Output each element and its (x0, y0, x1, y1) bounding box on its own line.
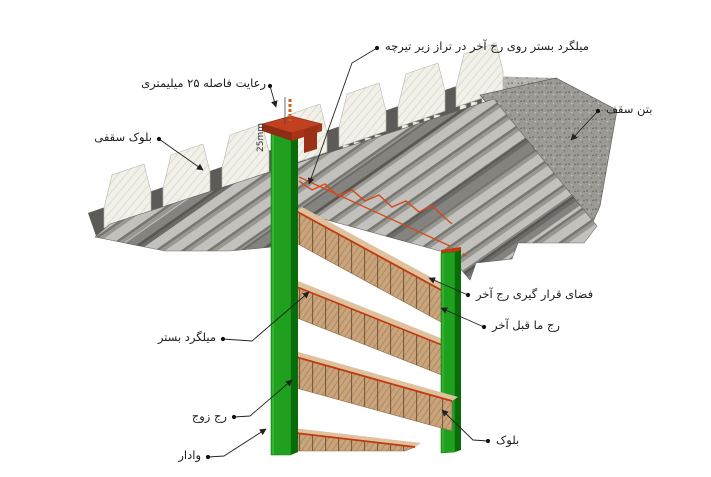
leader-second-last-row (440, 307, 487, 330)
dim-25mm: 25mm (256, 97, 286, 152)
bed-rebar-line (295, 210, 453, 297)
leader-lines (156, 45, 601, 460)
slab-underside (94, 98, 598, 281)
masonry-row-2 (291, 281, 458, 380)
masonry-row-1 (295, 207, 458, 329)
leader-ceiling-block (156, 136, 204, 171)
masonry-row-4 (286, 428, 421, 452)
leader-block (441, 409, 491, 444)
label-bed-rebar-top: میلگرد بستر روی رج آخر در تراز زیر تیرچه (385, 39, 589, 53)
masonry-row-3 (288, 351, 458, 432)
label-ceiling-block: بلوک سقفی (94, 130, 152, 144)
label-second-last-row: رج ما قبل آخر (492, 318, 560, 332)
leader-bed-rebar-top (307, 45, 380, 185)
leader-post (205, 428, 267, 460)
dim-25mm-text: 25mm (256, 123, 266, 152)
leader-ceiling-concrete (570, 108, 601, 141)
label-bed-rebar: میلگرد بستر (157, 330, 216, 344)
post-left (270, 128, 298, 456)
bed-rebar-line (288, 354, 453, 402)
masonry-wall: 25mm (256, 97, 461, 456)
label-block: بلوک (496, 433, 520, 447)
label-post: وادار (178, 448, 201, 462)
leader-bed-rebar (220, 291, 310, 342)
bed-rebar-line (291, 284, 453, 350)
leader-gap-25mm (267, 83, 278, 108)
label-even-row: رج زوج (191, 409, 227, 423)
label-last-row-space: فضای قرار گیری رج آخر (476, 287, 594, 301)
label-ceiling-concrete: بتن سقف (606, 102, 653, 116)
label-gap-25mm: رعایت فاصله ۲۵ میلیمتری (141, 76, 266, 90)
bed-rebar-line (286, 431, 416, 448)
leader-even-row (231, 379, 293, 420)
cap-plate (260, 115, 324, 153)
leader-last-row-space (428, 277, 471, 298)
